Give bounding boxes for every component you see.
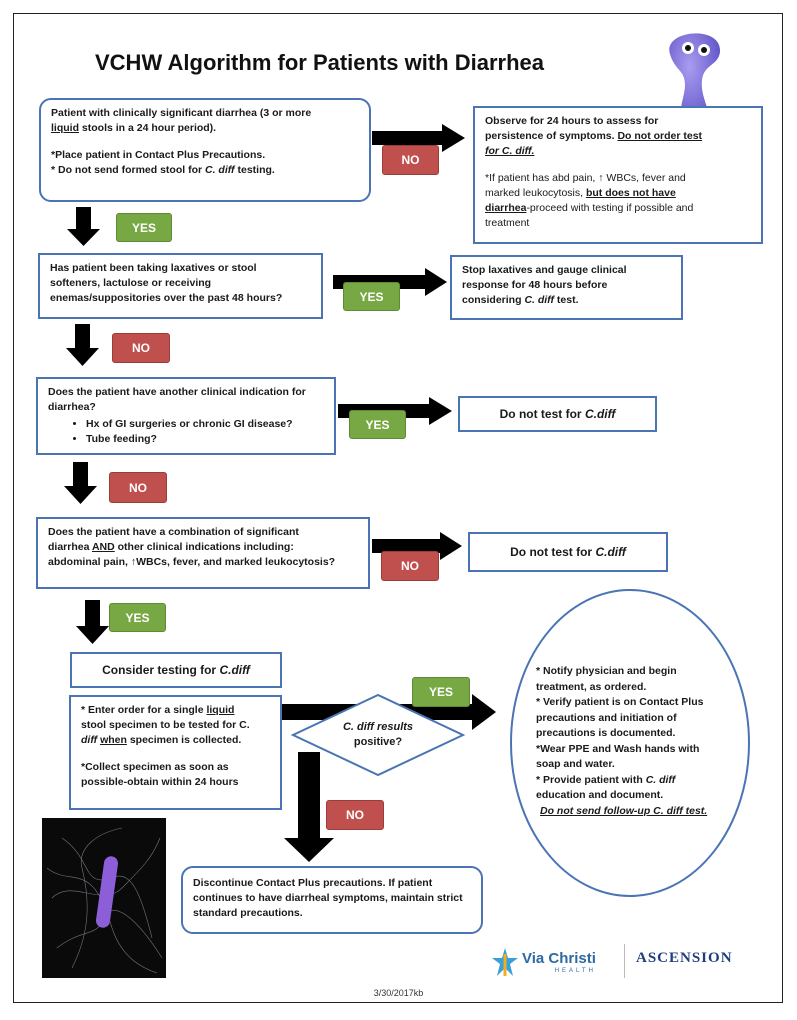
page-frame — [13, 13, 783, 1003]
yes-badge-2: YES — [343, 282, 400, 311]
observe-box: Observe for 24 hours to assess for persi… — [473, 106, 763, 244]
page-title: VCHW Algorithm for Patients with Diarrhe… — [95, 50, 545, 75]
no-test-box-2: Do not test for C.diff — [468, 532, 668, 572]
step3-box: Does the patient have another clinical i… — [36, 377, 336, 455]
no-badge-3: NO — [109, 472, 167, 503]
via-christi-mark-icon — [492, 948, 518, 976]
decision-text: C. diff results positive? — [342, 721, 414, 748]
ascension-logo: ASCENSION — [636, 950, 733, 966]
consider-box: Consider testing for C.diff — [70, 652, 282, 688]
no-badge-5: NO — [326, 800, 384, 830]
order-box: * Enter order for a single liquid stool … — [69, 695, 282, 810]
logo-divider — [624, 944, 625, 978]
discontinue-box: Discontinue Contact Plus precautions. If… — [181, 866, 483, 934]
stop-laxatives-box: Stop laxatives and gauge clinical respon… — [450, 255, 683, 320]
bacterium-illustration — [42, 818, 166, 978]
yes-badge-3: YES — [349, 410, 406, 439]
no-badge-1: NO — [382, 145, 439, 175]
via-christi-logo: Via Christi HEALTH — [492, 944, 596, 980]
arrow-yes-1 — [67, 207, 100, 246]
yes-badge-4: YES — [109, 603, 166, 632]
yes-badge-5: YES — [412, 677, 470, 707]
no-badge-2: NO — [112, 333, 170, 363]
step2-box: Has patient been taking laxatives or sto… — [38, 253, 323, 319]
step4-box: Does the patient have a combination of s… — [36, 517, 370, 589]
no-test-box-1: Do not test for C.diff — [458, 396, 657, 432]
arrow-yes-4 — [76, 600, 109, 644]
yes-badge-1: YES — [116, 213, 172, 242]
arrow-no-2 — [66, 324, 99, 366]
germ-illustration — [669, 33, 721, 129]
positive-ellipse — [510, 589, 750, 897]
no-badge-4: NO — [381, 551, 439, 581]
footer-date: 3/30/2017kb — [373, 988, 424, 998]
decision-diamond — [290, 693, 466, 777]
arrow-no-3 — [64, 462, 97, 504]
positive-actions: * Notify physician and begin treatment, … — [536, 665, 708, 817]
step1-box: Patient with clinically significant diar… — [39, 98, 371, 202]
arrow-no-5 — [284, 752, 334, 862]
